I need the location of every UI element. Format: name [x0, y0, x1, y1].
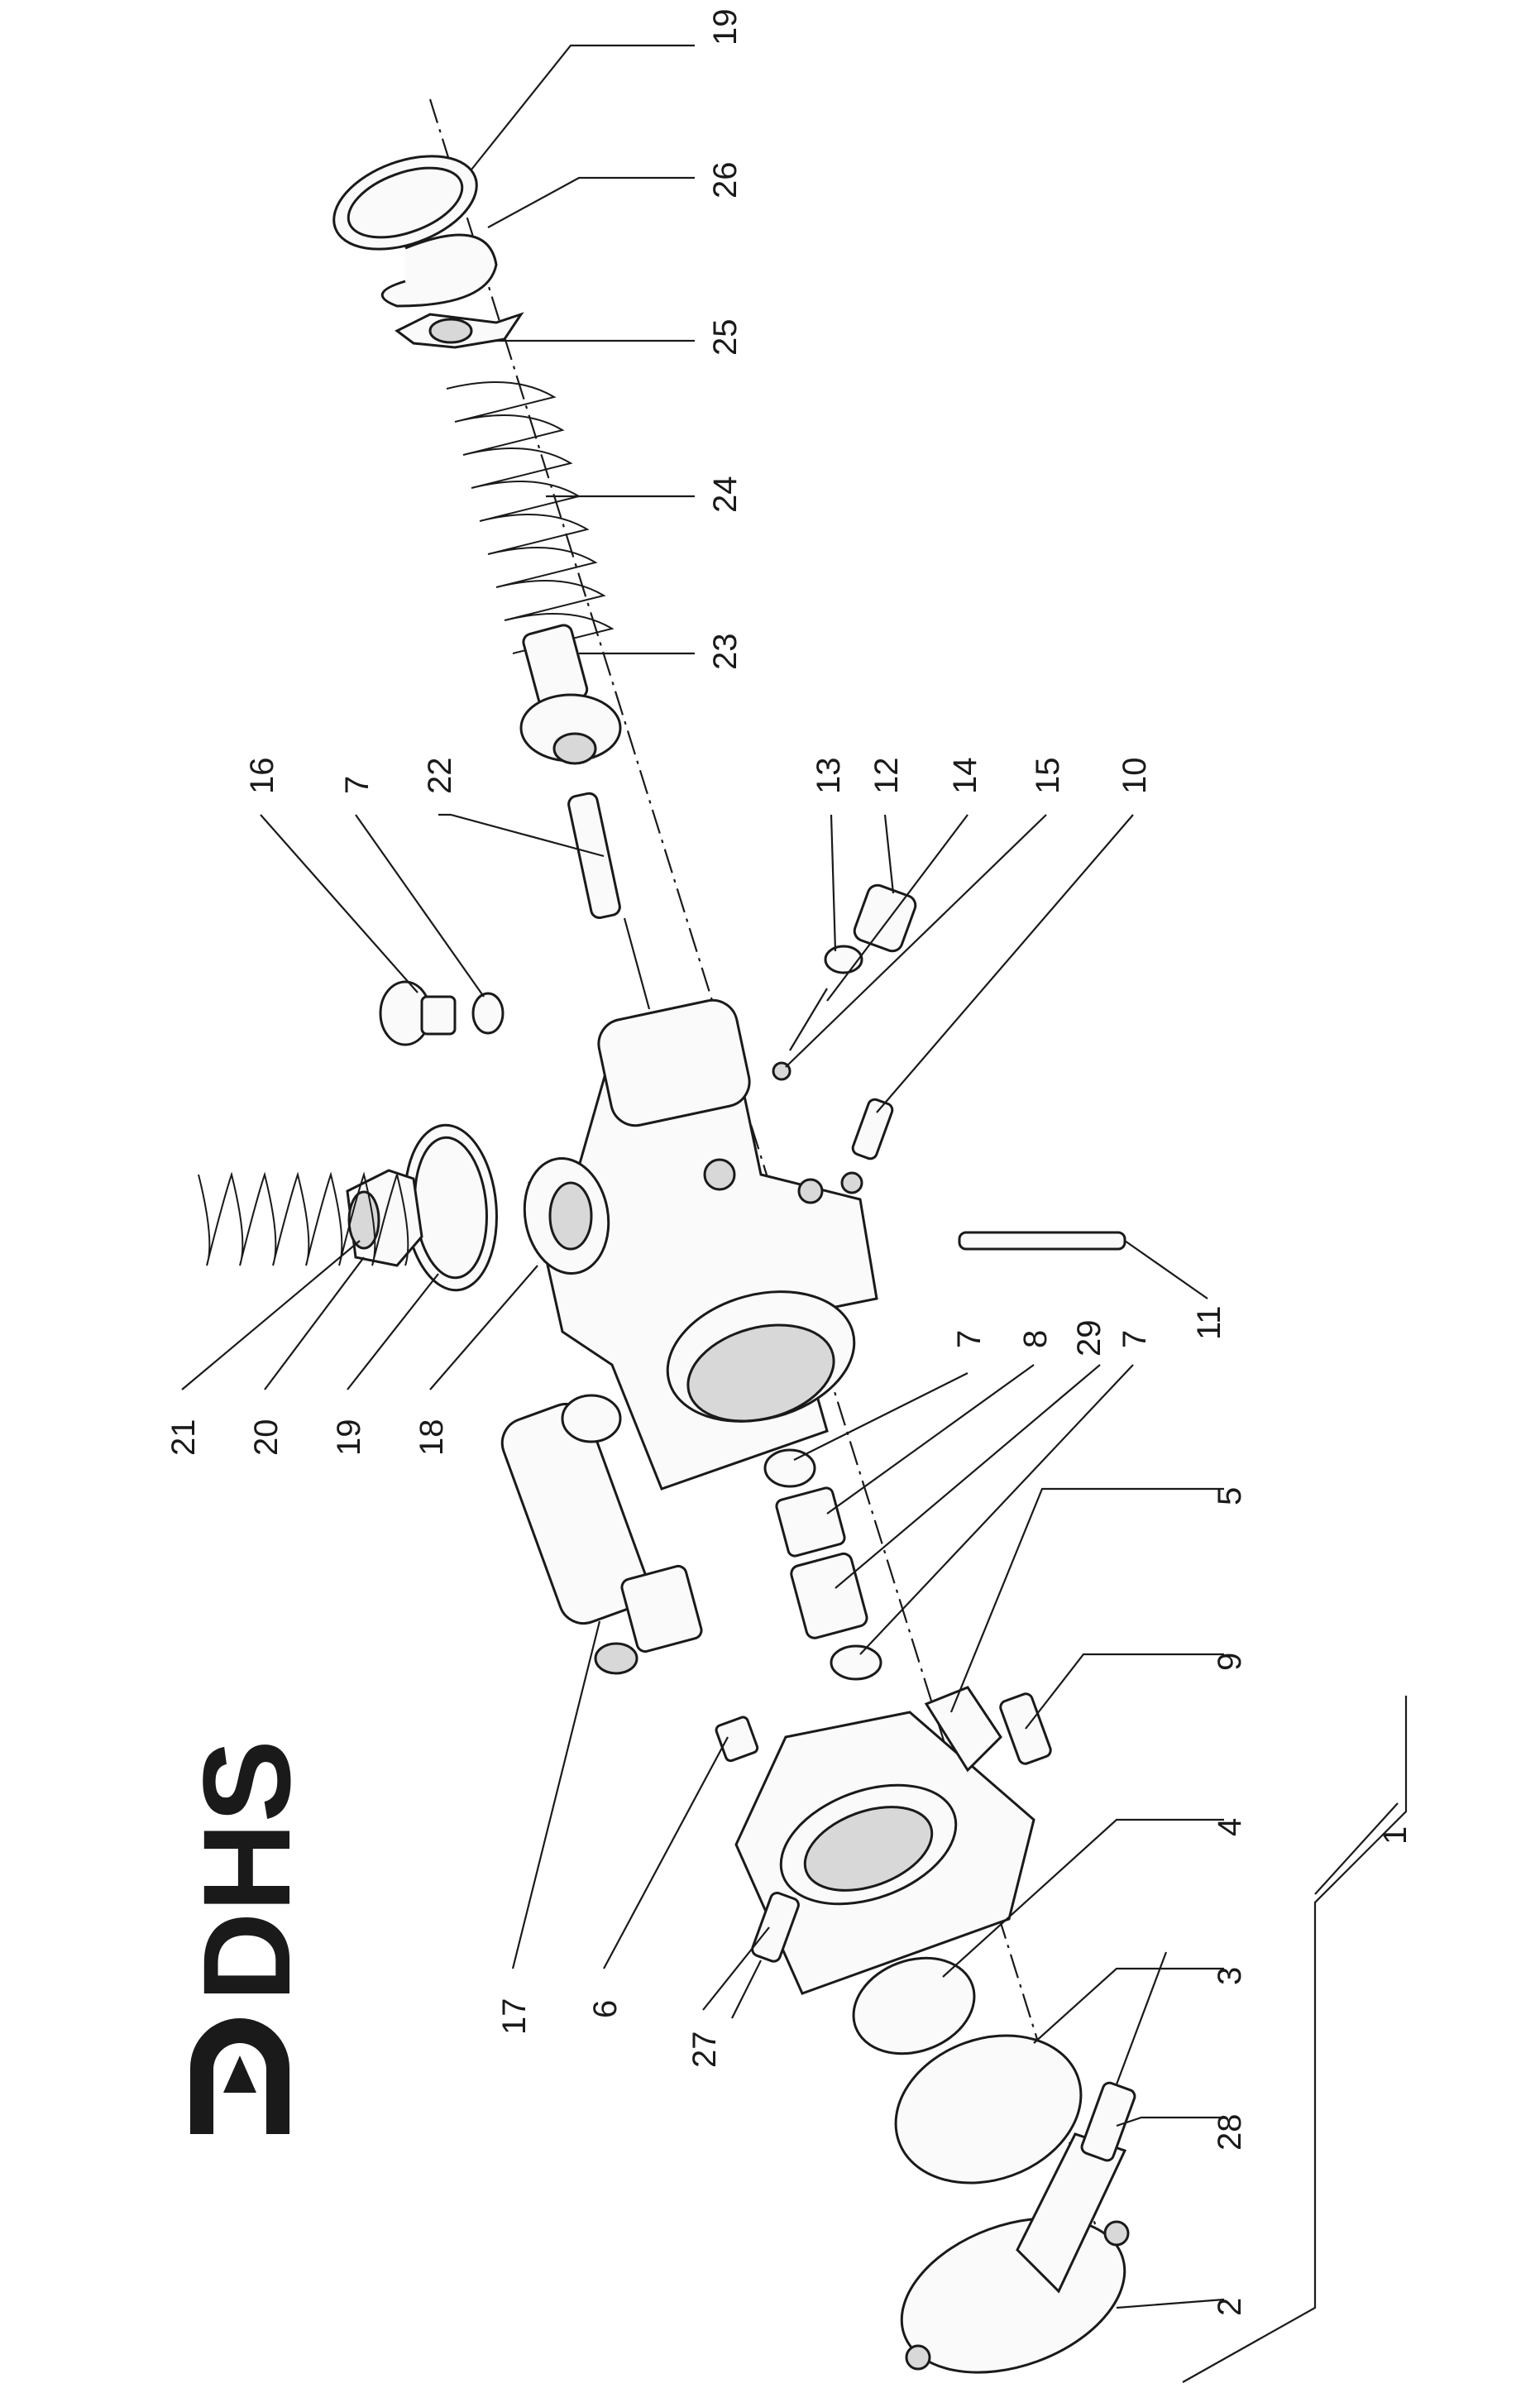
part-11-rod — [958, 1231, 1126, 1251]
callout-4: 4 — [1212, 1818, 1248, 1836]
callout-labels: 19 26 25 24 23 16 7 22 13 12 14 15 10 11… — [165, 9, 1413, 2317]
callout-24: 24 — [707, 476, 744, 514]
part-12-cap — [853, 883, 917, 953]
callout-19-mid: 19 — [331, 1419, 367, 1457]
callout-22: 22 — [422, 758, 458, 795]
callout-27: 27 — [686, 2031, 723, 2069]
part-25-retainer — [395, 312, 524, 349]
callout-3: 3 — [1212, 1967, 1248, 1985]
part-18-seat — [523, 1157, 610, 1275]
part-7-washer-top — [471, 992, 505, 1035]
part-8-nut — [775, 1486, 846, 1558]
callout-8: 8 — [1017, 1330, 1054, 1348]
part-27-valve — [731, 1892, 800, 2019]
callout-7-b: 7 — [1117, 1330, 1153, 1348]
logo-text: DHS — [177, 1740, 316, 2002]
part-2-cover — [900, 2132, 1130, 2374]
callout-14: 14 — [947, 758, 983, 795]
part-16-plug — [379, 980, 457, 1046]
callout-13: 13 — [811, 758, 847, 795]
callout-25: 25 — [707, 319, 744, 357]
callout-21: 21 — [165, 1419, 202, 1457]
part-7-washer-b — [830, 1644, 882, 1681]
part-19-ring-mid — [404, 1123, 498, 1292]
part-28-valve — [1080, 1951, 1168, 2162]
part-10-screw — [851, 1098, 894, 1161]
callout-16: 16 — [244, 758, 280, 795]
callout-23: 23 — [707, 634, 744, 671]
callout-10: 10 — [1117, 758, 1153, 795]
callout-19-top: 19 — [707, 9, 744, 46]
callout-26: 26 — [707, 162, 744, 199]
part-21-spring — [198, 1171, 409, 1266]
callout-2: 2 — [1212, 2298, 1248, 2316]
callout-9: 9 — [1212, 1653, 1248, 1671]
part-13-washer — [824, 945, 863, 974]
callout-29: 29 — [1071, 1320, 1107, 1357]
callout-17: 17 — [496, 1998, 533, 2036]
part-7-washer-a — [763, 1448, 816, 1488]
part-23-seat — [519, 624, 622, 765]
part-19-ring-top — [332, 155, 478, 251]
part-3-diaphragm — [894, 2034, 1083, 2185]
part-17-fitting — [500, 1394, 703, 1675]
callout-12: 12 — [868, 758, 905, 795]
part-26-circlip — [380, 233, 498, 308]
callout-1: 1 — [1377, 1826, 1413, 1845]
part-4-disc — [852, 1956, 976, 2055]
part-14-screw — [789, 988, 828, 1051]
callout-28: 28 — [1212, 2114, 1248, 2151]
callout-18: 18 — [414, 1419, 450, 1457]
dhs-logo: DHS — [177, 1740, 316, 2134]
part-5-housing — [734, 1686, 1035, 1995]
part-29-nipple — [790, 1552, 868, 1639]
part-main-body — [528, 998, 878, 1491]
callout-11: 11 — [1191, 1305, 1227, 1340]
callout-20: 20 — [248, 1419, 285, 1457]
leader-lines — [181, 44, 1408, 2383]
callout-7-top: 7 — [339, 776, 375, 794]
callout-7-a: 7 — [951, 1330, 988, 1348]
callout-15: 15 — [1030, 758, 1066, 795]
part-22-pin — [567, 792, 651, 1010]
callout-6: 6 — [587, 2000, 624, 2018]
part-24-spring — [446, 381, 615, 654]
part-6-grub-screw — [715, 1716, 759, 1763]
callout-5: 5 — [1212, 1487, 1248, 1505]
